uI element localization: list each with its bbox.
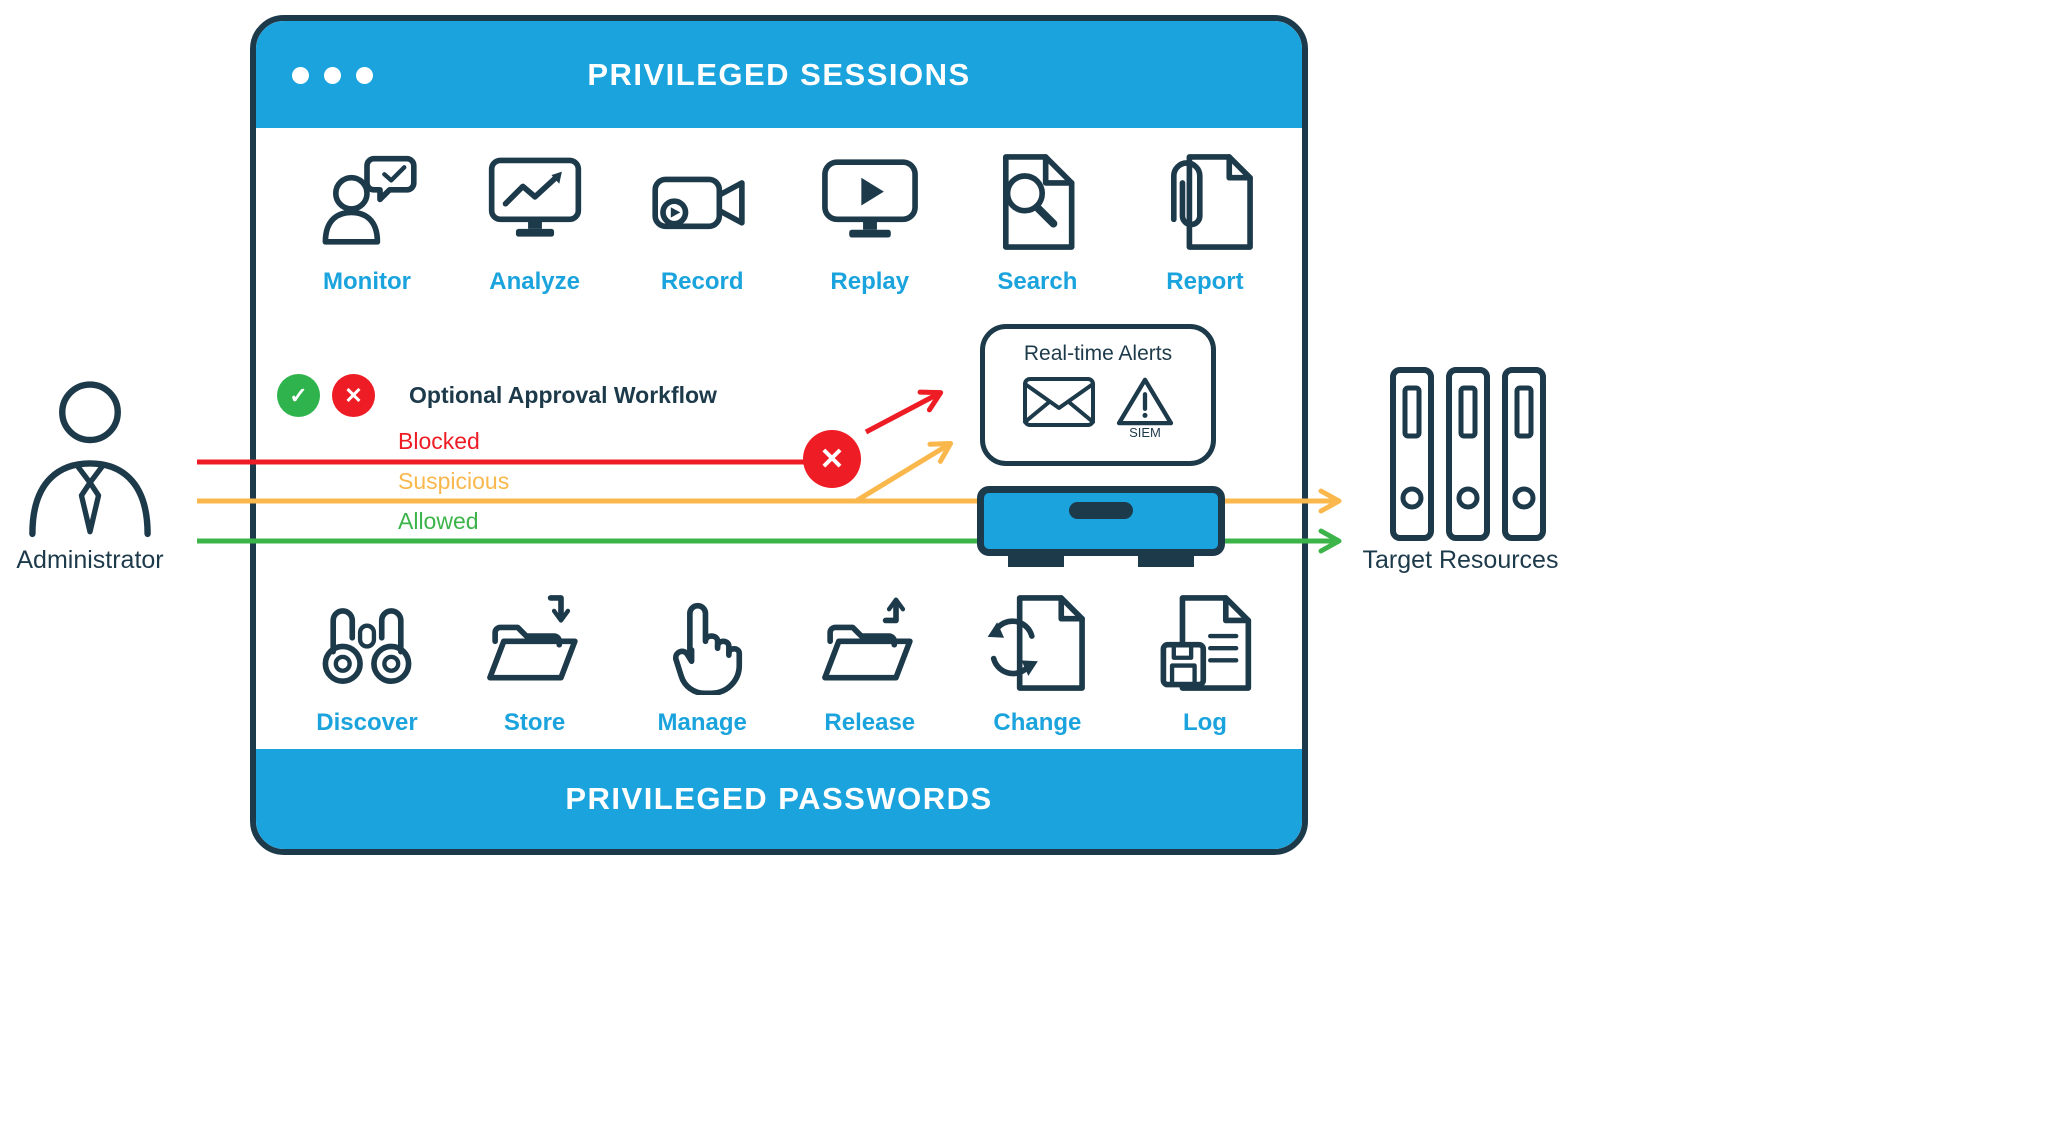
sessions-title: PRIVILEGED SESSIONS — [587, 56, 971, 92]
feature-store: Store — [464, 591, 606, 737]
deny-x-icon: ✕ — [332, 374, 375, 417]
server-binder-icon — [1390, 367, 1434, 541]
window-dot-icon[interactable] — [356, 67, 373, 84]
administrator-label: Administrator — [16, 546, 164, 574]
blocked-label: Blocked — [398, 428, 480, 454]
feature-label: Record — [660, 268, 744, 295]
video-camera-icon — [652, 176, 745, 230]
feature-replay: Replay — [799, 150, 941, 296]
session-appliance — [977, 486, 1225, 567]
email-alert-icon — [1023, 377, 1095, 427]
window-controls — [292, 67, 373, 84]
folder-release-icon — [821, 597, 913, 681]
siem-label: SIEM — [1129, 425, 1161, 440]
feature-change: Change — [966, 591, 1108, 737]
administrator-figure — [26, 372, 154, 545]
alerts-title: Real-time Alerts — [1023, 342, 1173, 365]
server-binder-icon — [1446, 367, 1490, 541]
window-header: PRIVILEGED SESSIONS — [256, 21, 1302, 128]
feature-release: Release — [799, 591, 941, 737]
feature-monitor: Monitor — [296, 150, 438, 296]
feature-label: Log — [1182, 709, 1227, 736]
feature-search: Search — [966, 150, 1108, 296]
screen-play-icon — [821, 159, 918, 238]
feature-label: Search — [997, 268, 1078, 295]
feature-label: Report — [1166, 268, 1244, 295]
allowed-label: Allowed — [398, 508, 479, 534]
warning-triangle-icon — [1116, 377, 1174, 426]
appliance-foot — [1138, 551, 1194, 567]
feature-label: Manage — [657, 709, 747, 736]
folder-store-icon — [486, 595, 578, 681]
feature-analyze: Analyze — [464, 150, 606, 296]
passwords-title: PRIVILEGED PASSWORDS — [565, 781, 993, 816]
window-dot-icon[interactable] — [324, 67, 341, 84]
password-features-row: Discover Store Manage — [256, 591, 1302, 749]
real-time-alerts-box: Real-time Alerts SIEM — [980, 324, 1216, 466]
appliance-slot — [1069, 502, 1133, 519]
user-approval-icon — [322, 155, 417, 245]
feature-label: Release — [824, 709, 916, 736]
document-paperclip-icon — [1170, 154, 1253, 250]
monitor-trend-icon — [488, 157, 581, 237]
document-magnifier-icon — [1003, 154, 1075, 250]
approve-check-icon: ✓ — [277, 374, 320, 417]
feature-label: Replay — [830, 268, 910, 295]
binoculars-icon — [322, 608, 412, 684]
feature-label: Discover — [316, 709, 418, 736]
administrator-icon — [29, 381, 151, 538]
window-dot-icon[interactable] — [292, 67, 309, 84]
blocked-stop-icon: ✕ — [803, 430, 861, 488]
feature-report: Report — [1134, 150, 1276, 296]
target-resources-group — [1388, 366, 1548, 542]
feature-label: Store — [503, 709, 566, 736]
document-refresh-icon — [987, 595, 1086, 691]
feature-label: Analyze — [489, 268, 580, 295]
appliance-foot — [1008, 551, 1064, 567]
feature-label: Monitor — [323, 268, 411, 295]
alerts-icons: SIEM — [1022, 376, 1174, 440]
feature-record: Record — [631, 150, 773, 296]
session-features-row: Monitor Analyze Rec — [256, 128, 1302, 296]
pointing-hand-icon — [673, 602, 743, 695]
target-resources-label: Target Resources — [1362, 546, 1559, 574]
feature-discover: Discover — [296, 591, 438, 737]
feature-log: Log — [1134, 591, 1276, 737]
server-binder-icon — [1502, 367, 1546, 541]
workflow-label: Optional Approval Workflow — [409, 382, 717, 408]
suspicious-label: Suspicious — [398, 468, 510, 494]
siem-alert: SIEM — [1116, 376, 1174, 440]
feature-label: Change — [993, 709, 1082, 736]
window-footer: PRIVILEGED PASSWORDS — [256, 749, 1302, 849]
feature-manage: Manage — [631, 591, 773, 737]
document-save-icon — [1160, 595, 1252, 691]
approval-workflow-legend: ✓ ✕ Optional Approval Workflow — [277, 374, 717, 417]
